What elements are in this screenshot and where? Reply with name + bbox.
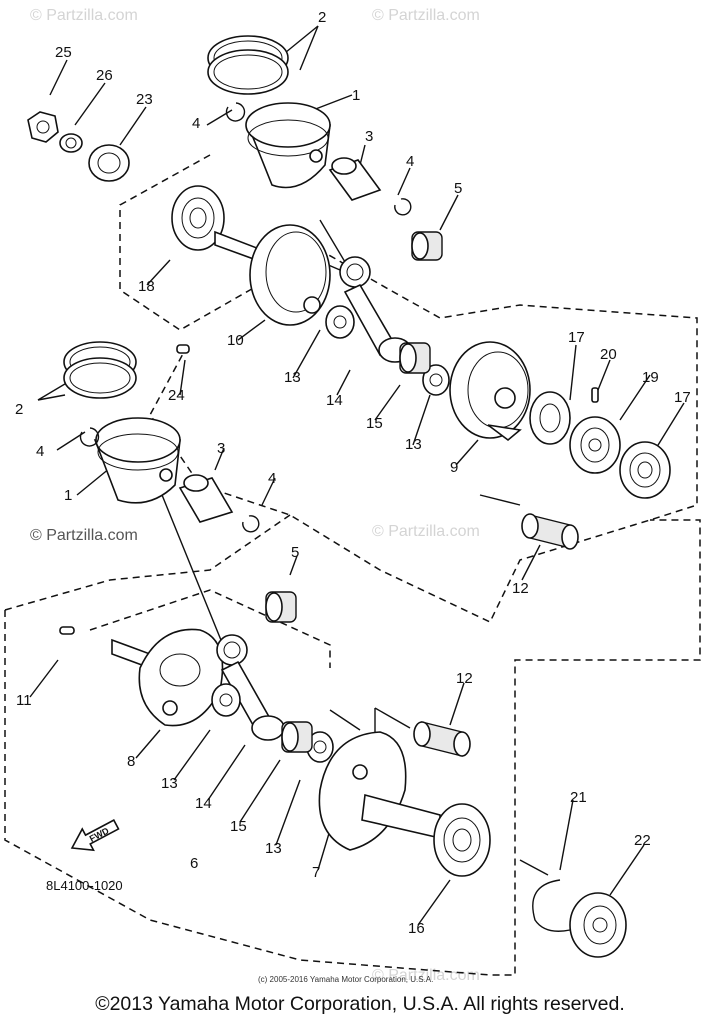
- crank-9: [449, 341, 531, 442]
- watermark: © Partzilla.com: [372, 7, 480, 24]
- crank-7: [318, 731, 441, 851]
- callout-label: 4: [406, 153, 414, 170]
- small-credit: (c) 2005-2016 Yamaha Motor Corporation, …: [258, 975, 434, 984]
- needle-bearing-upper: [411, 231, 443, 261]
- leader-lines: [29, 25, 685, 926]
- callout-label: 22: [634, 832, 651, 849]
- callout-label: 19: [642, 369, 659, 386]
- callout-label: 4: [36, 443, 44, 460]
- callout-label: 13: [265, 840, 282, 857]
- bearing-18: [171, 185, 225, 251]
- callout-label: 21: [570, 789, 587, 806]
- callout-label: 18: [138, 278, 155, 295]
- callout-label: 9: [450, 459, 458, 476]
- piston-upper: [245, 102, 331, 189]
- key-24: [176, 344, 190, 354]
- callout-label: 26: [96, 67, 113, 84]
- lower-crank-assembly-outline-2: [4, 514, 291, 611]
- callout-label: 17: [674, 389, 691, 406]
- lower-crank-assembly-outline: [4, 519, 701, 976]
- circlip-lower: [79, 427, 260, 533]
- piston-lower: [93, 417, 181, 504]
- callout-label: 2: [318, 9, 326, 26]
- watermark: © Partzilla.com: [372, 523, 480, 540]
- callout-label: 14: [326, 392, 343, 409]
- callout-label: 10: [227, 332, 244, 349]
- callout-label: 2: [15, 401, 23, 418]
- pin-11: [59, 626, 75, 635]
- callout-label: 12: [512, 580, 529, 597]
- piston-ring-upper: [207, 35, 289, 95]
- piston-pin-upper: [328, 157, 382, 201]
- conrod-14-lower: [216, 634, 285, 741]
- callout-label: 3: [217, 440, 225, 457]
- seal-22: [569, 892, 627, 958]
- callout-label: 17: [568, 329, 585, 346]
- callout-label: 5: [291, 544, 299, 561]
- footer-copyright: ©2013 Yamaha Motor Corporation, U.S.A. A…: [95, 993, 625, 1015]
- callout-label: 6: [190, 855, 198, 872]
- bearing-16: [433, 803, 491, 877]
- circlip-21: [532, 879, 571, 932]
- callout-label: 24: [168, 387, 185, 404]
- bearing-17-right: [619, 441, 671, 499]
- fwd-arrow-icon: FWD: [70, 819, 120, 852]
- callout-label: 13: [405, 436, 422, 453]
- watermark: © Partzilla.com: [30, 7, 138, 24]
- callout-label: 3: [365, 128, 373, 145]
- callouts: 2 25 26 23 1 4 3 4 5 18 10 13 14 24 15 1…: [15, 9, 691, 937]
- bearing-12-upper: [521, 513, 579, 550]
- callout-label: 8: [127, 753, 135, 770]
- callout-label: 25: [55, 44, 72, 61]
- diagram-code: 8L4100-1020: [46, 878, 123, 893]
- callout-label: 20: [600, 346, 617, 363]
- piston-pin-lower: [178, 474, 234, 523]
- callout-label: 11: [16, 692, 32, 709]
- callout-label: 12: [456, 670, 473, 687]
- bearing-15-upper: [399, 342, 431, 374]
- callout-label: 23: [136, 91, 153, 108]
- circlip-upper: [225, 102, 412, 216]
- callout-label: 13: [284, 369, 301, 386]
- bearing-15-lower: [281, 721, 313, 753]
- callout-label: 4: [192, 115, 200, 132]
- needle-bearing-lower: [265, 591, 297, 623]
- callout-label: 13: [161, 775, 178, 792]
- callout-label: 7: [312, 864, 320, 881]
- callout-label: 1: [64, 487, 72, 504]
- piston-ring-lower: [63, 341, 137, 399]
- watermark: © Partzilla.com: [372, 967, 480, 984]
- bearing-12-lower: [413, 721, 471, 757]
- callout-label: 4: [268, 470, 276, 487]
- bearing-17-left: [529, 391, 571, 445]
- nut-washer-seal-upper: [27, 111, 130, 182]
- crank-10: [214, 224, 331, 326]
- callout-label: 16: [408, 920, 425, 937]
- pin-20: [591, 387, 599, 403]
- hub-19: [569, 416, 621, 474]
- callout-label: 5: [454, 180, 462, 197]
- callout-label: 14: [195, 795, 212, 812]
- crank-8: [111, 628, 224, 727]
- washer-13-upper: [325, 305, 450, 396]
- callout-label: 15: [230, 818, 247, 835]
- watermark: © Partzilla.com: [30, 527, 138, 544]
- callout-label: 15: [366, 415, 383, 432]
- callout-label: 1: [352, 87, 360, 104]
